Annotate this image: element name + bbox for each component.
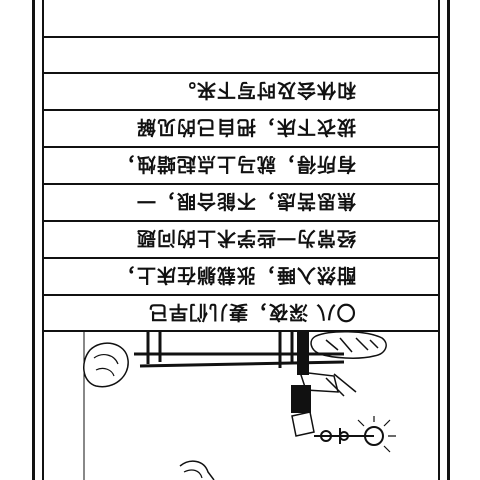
divider-line [42,294,440,296]
text-line: 和休会及时写下来。 [175,78,356,101]
text-line: 〇八 深夜，妻儿们早已 [148,300,356,323]
divider-line [42,183,440,185]
text-line: 酣然入睡，张载躺在床上， [115,263,356,286]
text-line: 有所得，就马上点起蜡烛， [115,152,356,175]
divider-line [42,257,440,259]
outer-frame [32,0,450,480]
divider-line [42,72,440,74]
divider-line [42,330,440,332]
text-line: 焦思苦虑，不能合眼，一 [135,189,356,212]
divider-line [42,146,440,148]
text-line: 拔衣下床，把自己的见解 [135,115,356,138]
divider-line [42,220,440,222]
text-line: 经常为一些学术上的问题 [135,226,356,249]
divider-line [42,109,440,111]
text-line [44,1,438,35]
divider-line [42,36,440,38]
text-line [44,38,438,72]
inner-panel [42,0,440,480]
ink-illustration [83,332,396,480]
